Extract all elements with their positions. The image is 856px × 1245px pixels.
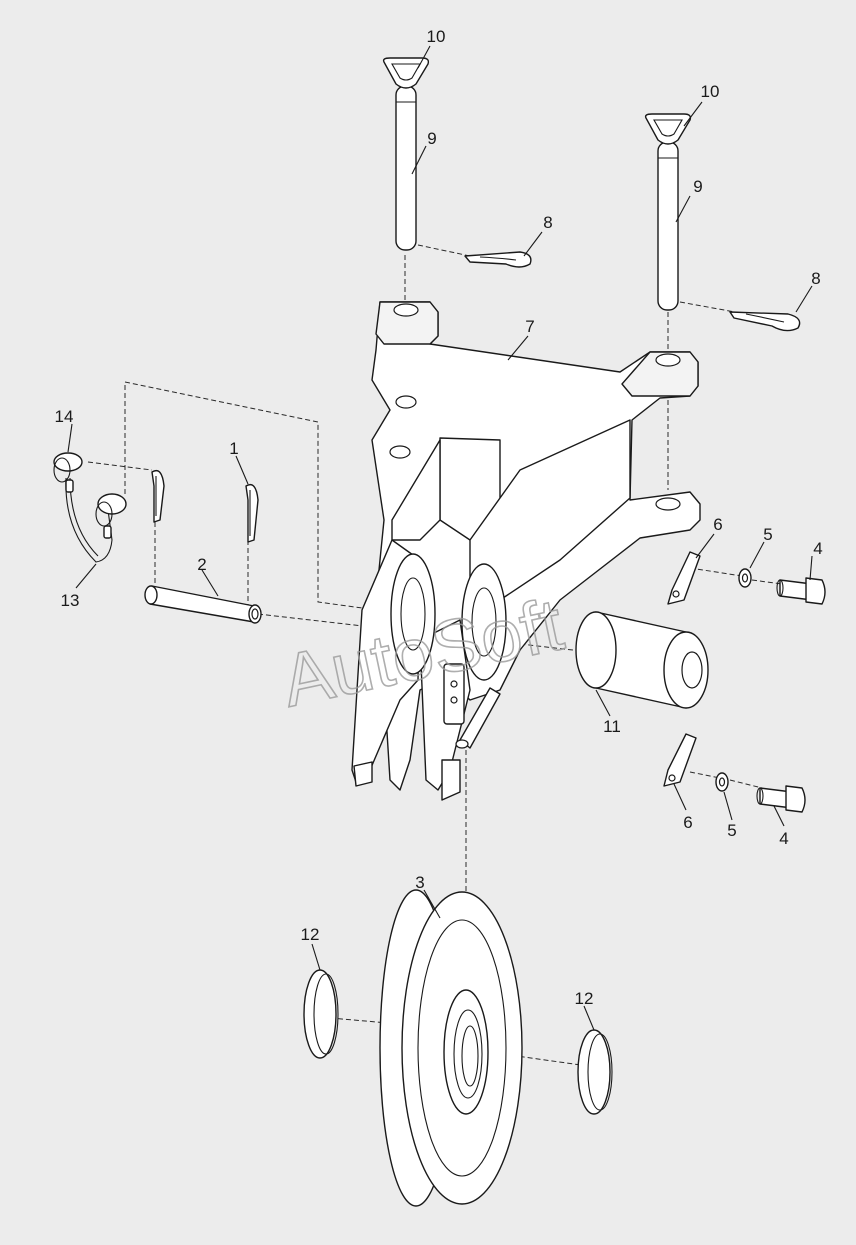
bracket-7: [351, 301, 701, 801]
assembly-lines: [87, 244, 783, 1067]
callout-5-upper: 5: [763, 525, 772, 544]
plate-6-lower: [663, 733, 697, 787]
callout-13: 13: [61, 591, 80, 610]
callout-8-left: 8: [543, 213, 552, 232]
pulley-wheel-3: [379, 889, 523, 1207]
pin-9-right: [644, 113, 692, 311]
shaft-2: [144, 585, 262, 624]
callout-8-right: 8: [811, 269, 820, 288]
lanyard-13: [53, 452, 127, 563]
bolt-4-lower: [756, 785, 806, 813]
callout-1: 1: [229, 439, 238, 458]
spring-clip-1: [245, 483, 259, 543]
callouts: 10 9 10 9 8 8 7 14 1 6 5 4 2 13 11 6 5 4…: [55, 27, 823, 1008]
callout-10-right: 10: [701, 82, 720, 101]
washer-5-upper: [738, 568, 752, 588]
hair-clip-8-left: [464, 251, 532, 268]
callout-2: 2: [197, 555, 206, 574]
callout-9-right: 9: [693, 177, 702, 196]
callout-12-left: 12: [301, 925, 320, 944]
callout-14: 14: [55, 407, 74, 426]
sleeve-11: [575, 611, 709, 709]
callout-4-lower: 4: [779, 829, 788, 848]
ring-12-left: [303, 969, 339, 1059]
plate-6-upper: [667, 551, 701, 605]
bolt-4-upper: [776, 577, 826, 605]
hair-clip-8-right: [729, 311, 801, 332]
ring-12-right: [577, 1029, 613, 1115]
washer-5-lower: [715, 772, 729, 792]
callout-7: 7: [525, 317, 534, 336]
pin-9-left: [382, 57, 430, 251]
callout-5-lower: 5: [727, 821, 736, 840]
callout-10-left: 10: [427, 27, 446, 46]
callout-12-right: 12: [575, 989, 594, 1008]
callout-6-upper: 6: [713, 515, 722, 534]
callout-3: 3: [415, 873, 424, 892]
callout-4-upper: 4: [813, 539, 822, 558]
callout-11: 11: [603, 717, 621, 736]
callout-9-left: 9: [427, 129, 436, 148]
spring-clip-14: [151, 469, 165, 523]
callout-6-lower: 6: [683, 813, 692, 832]
leader-lines: [67, 45, 813, 1031]
